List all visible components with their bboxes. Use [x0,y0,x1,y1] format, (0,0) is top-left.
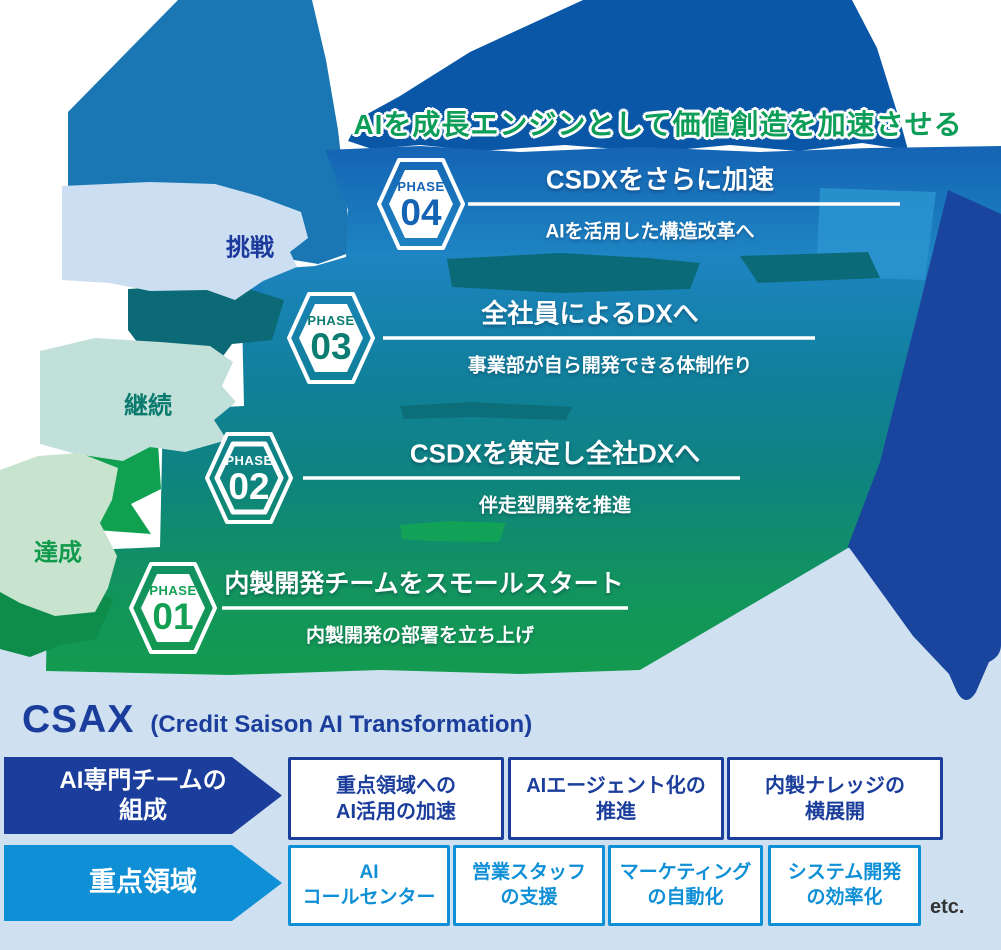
item-line: システム開発 [787,861,902,883]
item-box-ai-call-center: AI コールセンター [288,845,450,926]
phase-04-badge: PHASE 04 [374,155,468,253]
category-label-line2: 組成 [119,796,167,824]
phase-02-subtitle: 伴走型開発を推進 [478,495,632,517]
side-label-achievement: 達成 [34,539,82,567]
item-line: 重点領域への [336,774,456,797]
category-label-line1: AI専門チームの [59,766,227,794]
phase-01-subtitle: 内製開発の部署を立ち上げ [305,625,535,647]
teal-fragment-b [740,252,880,283]
phase-04-subtitle: AIを活用した構造改革へ [545,221,755,243]
phase-03-badge-label: PHASE [307,312,355,328]
green-fragment-strip [400,521,506,542]
side-label-continuity: 継続 [124,392,172,420]
item-line: の自動化 [647,886,724,908]
item-line: 推進 [596,800,636,823]
phase-04-title: CSDXをさらに加速 [545,164,775,195]
etc-label: etc. [930,896,965,918]
item-box-focus-ai-acceleration: 重点領域への AI活用の加速 [288,757,504,840]
item-line: AI活用の加速 [336,800,456,823]
headline-text: AIを成長エンジンとして価値創造を加速させる [353,109,963,140]
headline-backdrop-shape [348,0,908,152]
continuity-bubble-shape [40,338,236,461]
item-box-marketing-automation: マーケティング の自動化 [608,845,763,926]
brand-row: CSAX (Credit Saison AI Transformation) [22,698,532,742]
item-line: の効率化 [806,886,883,908]
item-line: AI [359,861,379,883]
hexagon-icon [205,432,293,524]
phase-01-badge: PHASE 01 [126,559,220,657]
brand-subtitle: (Credit Saison AI Transformation) [150,711,533,738]
category-label-line1: 重点領域 [89,867,197,898]
phase-03-badge-number: 03 [310,325,352,367]
phase-01-badge-number: 01 [152,595,194,637]
challenge-bubble-shape [62,182,308,300]
category-arrow-focus-areas: 重点領域 [4,845,282,921]
item-line: 内製ナレッジの [765,774,905,797]
phase-04-badge-number: 04 [400,191,442,233]
brand-name: CSAX [22,698,135,741]
phase-01-badge-label: PHASE [149,582,197,598]
phase-02-badge-label: PHASE [225,452,273,468]
teal-fragment-a [447,253,700,293]
hexagon-icon [129,562,217,654]
item-box-knowledge-expansion: 内製ナレッジの 横展開 [727,757,943,840]
phase-02-badge: PHASE 02 [202,429,296,527]
category-arrow-ai-team: AI専門チームの 組成 [4,757,282,834]
item-line: の支援 [500,886,558,908]
right-navy-shape [848,190,1001,700]
achievement-bubble-shape [0,453,118,616]
item-line: AIエージェント化の [526,774,706,797]
side-label-challenge: 挑戦 [226,234,274,262]
phase-03-title: 全社員によるDXへ [481,298,699,329]
phase-04-badge-label: PHASE [397,178,445,194]
phase-01-title: 内製開発チームをスモールスタート [224,570,624,598]
phase-02-title: CSDXを策定し全社DXへ [409,438,701,469]
phase-03-badge: PHASE 03 [284,289,378,387]
item-line: コールセンター [302,886,436,908]
item-box-sales-support: 営業スタッフ の支援 [453,845,605,926]
item-line: 営業スタッフ [471,861,586,883]
item-box-system-dev-efficiency: システム開発 の効率化 [768,845,921,926]
phase-02-badge-number: 02 [228,465,270,507]
item-line: マーケティング [619,861,752,883]
item-line: 横展開 [805,800,865,823]
teal-fragment-c [400,402,572,420]
item-box-ai-agent: AIエージェント化の 推進 [508,757,724,840]
hexagon-icon [287,292,375,384]
hexagon-icon [377,158,465,250]
phase-03-subtitle: 事業部が自ら開発できる体制作り [467,355,753,377]
